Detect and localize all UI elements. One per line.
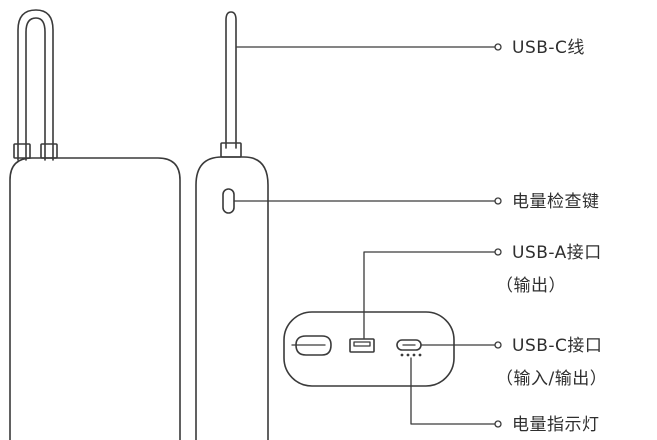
label-check-button: 电量检查键 xyxy=(512,192,600,212)
indicator-led-3 xyxy=(412,353,416,357)
label-usb-c-note: （输入/输出） xyxy=(496,369,607,389)
usb-a-port-tongue xyxy=(353,341,371,347)
port-panel xyxy=(283,311,455,387)
leader-usb-c-end xyxy=(494,341,502,349)
label-usb-a-port: USB-A接口 xyxy=(512,243,602,263)
leader-indicator-end xyxy=(494,420,502,428)
side-cable xyxy=(225,11,237,149)
side-view xyxy=(195,11,269,440)
front-cable-loop xyxy=(17,9,54,161)
callout-labels: USB-C线 电量检查键 USB-A接口 （输出） USB-C接口 （输入/输出… xyxy=(496,38,607,435)
label-indicator: 电量指示灯 xyxy=(512,415,600,435)
indicator-led-4 xyxy=(418,353,422,357)
leader-usb-a xyxy=(363,251,496,339)
front-body xyxy=(9,157,181,440)
side-body xyxy=(195,156,269,440)
indicator-led-2 xyxy=(406,353,410,357)
leader-cable-end xyxy=(494,43,502,51)
leader-indicator xyxy=(410,357,496,425)
leader-check-button-end xyxy=(494,197,502,205)
indicator-led-1 xyxy=(400,353,404,357)
label-usb-c-port: USB-C接口 xyxy=(512,336,602,356)
check-button xyxy=(222,188,235,214)
front-cable-connector-left xyxy=(13,143,31,159)
front-view xyxy=(9,9,181,440)
label-usb-a-note: （输出） xyxy=(496,276,566,296)
front-cable-loop-inner xyxy=(25,17,46,161)
usb-a-port-icon xyxy=(349,338,375,353)
leader-usb-a-end xyxy=(494,248,502,256)
port-panel-body xyxy=(283,311,455,387)
usb-c-port-icon xyxy=(396,339,422,351)
cable-slot-icon xyxy=(295,335,332,356)
label-cable: USB-C线 xyxy=(512,38,585,58)
side-cable-connector xyxy=(220,142,242,158)
leader-lines xyxy=(233,43,502,428)
front-cable-connector-right xyxy=(40,143,58,159)
